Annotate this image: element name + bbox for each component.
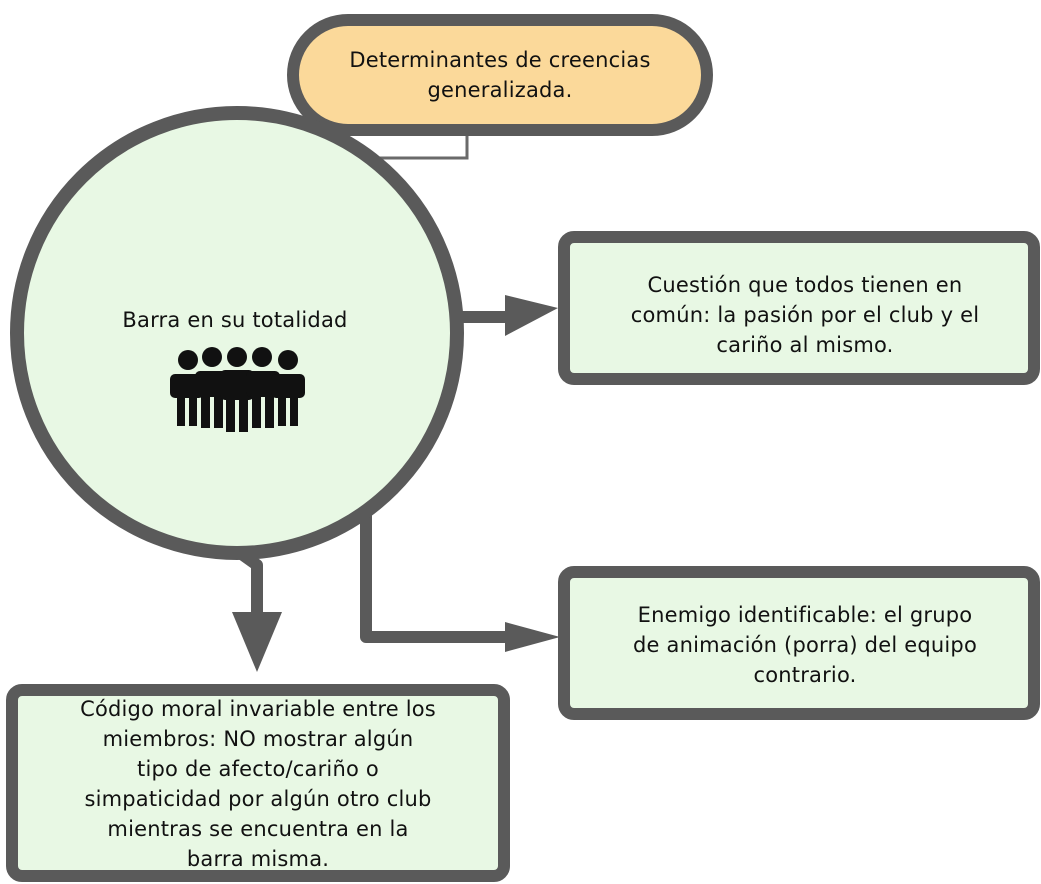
enemy-box-label: Enemigo identificable: el grupo de anima… [632,603,977,687]
arrowhead-center-to-enemy [505,622,560,652]
center-node-label: Barra en su totalidad [122,308,348,332]
arrowhead-center-to-code [232,612,282,672]
code-box-label: Código moral invariable entre los miembr… [80,697,436,871]
root-node-shape [287,14,713,136]
arrowhead-center-to-common [505,295,558,336]
common-box-shape [558,231,1040,385]
center-node-shape [10,106,464,560]
root-node-label: Determinantes de creencias generalizada. [349,48,651,102]
common-box-label: Cuestión que todos tienen en común: la p… [630,273,980,357]
enemy-box-shape [558,566,1040,720]
group-people-icon [170,347,305,432]
code-box-shape [6,684,510,882]
